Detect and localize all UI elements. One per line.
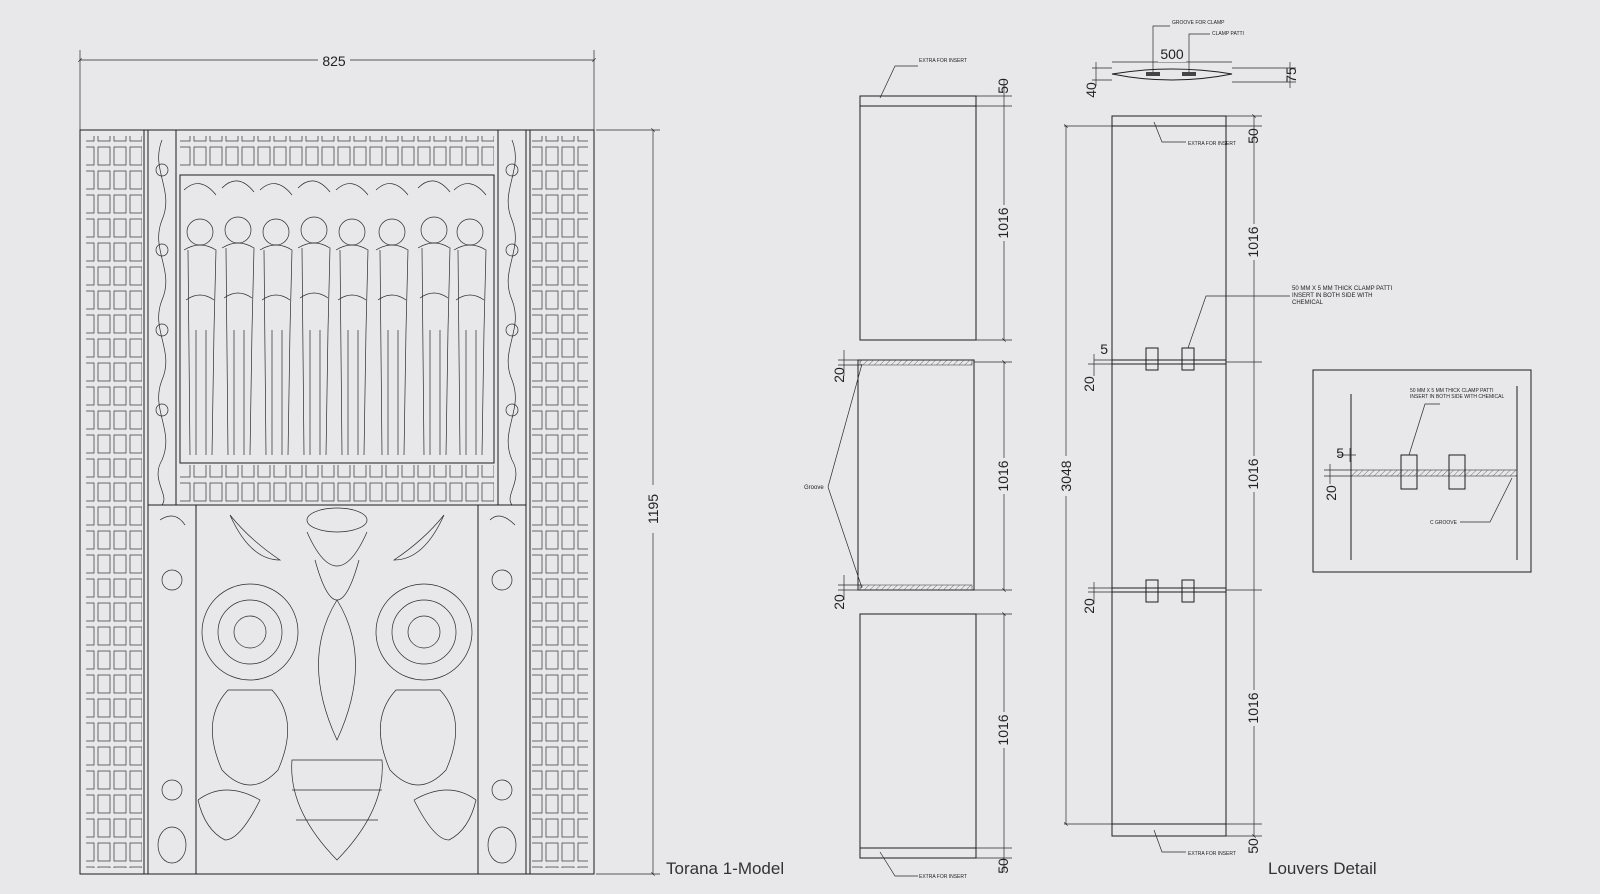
stack-middle-panel bbox=[857, 359, 975, 591]
stack-upper-panel bbox=[859, 95, 977, 341]
svg-text:CLAMP PATTI: CLAMP PATTI bbox=[1212, 31, 1244, 37]
groove-label: Groove bbox=[804, 485, 824, 491]
torana-width-dimension: 825 bbox=[78, 50, 596, 130]
panel-stack: 50 1016 EXTRA FOR INSERT 20 20 1016 Groo… bbox=[804, 58, 1012, 880]
svg-text:20: 20 bbox=[831, 367, 847, 383]
svg-text:C GROOVE: C GROOVE bbox=[1430, 520, 1458, 526]
torana-width-label: 825 bbox=[322, 53, 346, 69]
standing-figures-relief bbox=[183, 180, 487, 456]
figures-panel bbox=[179, 174, 495, 464]
louver-plan-view: 500 GROOVE FOR CLAMP CLAMP PATTI 40 75 bbox=[1083, 20, 1299, 98]
louvers-title: Louvers Detail bbox=[1268, 859, 1377, 878]
svg-text:3048: 3048 bbox=[1058, 460, 1074, 491]
detail-clamp-note: 50 MM X 5 MM THICK CLAMP PATTI INSERT IN… bbox=[1410, 388, 1504, 400]
svg-text:50: 50 bbox=[995, 78, 1011, 94]
middle-brick-band bbox=[180, 465, 494, 503]
torana-height-label: 1195 bbox=[645, 494, 661, 524]
svg-text:20: 20 bbox=[1323, 485, 1339, 501]
extra-insert-note-top: EXTRA FOR INSERT bbox=[919, 58, 967, 64]
louver-segment-dims: 50 1016 1016 1016 50 bbox=[1226, 114, 1262, 854]
torana-height-dimension: 1195 bbox=[596, 128, 666, 876]
upper-brick-band bbox=[180, 136, 494, 170]
svg-text:1016: 1016 bbox=[995, 207, 1011, 238]
svg-text:50: 50 bbox=[1245, 128, 1261, 144]
svg-text:1016: 1016 bbox=[1245, 458, 1261, 489]
svg-text:20: 20 bbox=[1081, 376, 1097, 392]
louvers-detail: 500 GROOVE FOR CLAMP CLAMP PATTI 40 75 bbox=[1056, 20, 1394, 878]
stack-middle-dims: 20 20 1016 bbox=[831, 350, 1012, 610]
svg-text:75: 75 bbox=[1283, 67, 1299, 83]
stack-lower-panel bbox=[859, 613, 977, 859]
joint-detail-box: 50 MM X 5 MM THICK CLAMP PATTI INSERT IN… bbox=[1312, 369, 1532, 573]
svg-text:20: 20 bbox=[1081, 598, 1097, 614]
stack-lower-dims: 1016 50 bbox=[976, 612, 1012, 874]
left-brick-column bbox=[86, 136, 142, 868]
svg-text:EXTRA FOR INSERT: EXTRA FOR INSERT bbox=[1188, 851, 1236, 857]
louver-elevation bbox=[1111, 115, 1227, 837]
torana-title: Torana 1-Model bbox=[666, 859, 784, 878]
louver-total-height-dim: 3048 5 20 20 bbox=[1056, 124, 1112, 826]
svg-text:50: 50 bbox=[995, 858, 1011, 874]
svg-text:50: 50 bbox=[1245, 838, 1261, 854]
left-floral-border bbox=[155, 130, 177, 506]
plan-width-label: 500 bbox=[1160, 46, 1184, 62]
clamp-inserts bbox=[1145, 347, 1195, 603]
extra-insert-note-bottom: EXTRA FOR INSERT bbox=[919, 874, 967, 880]
svg-text:5: 5 bbox=[1100, 341, 1108, 357]
louver-clamp-note: 50 MM X 5 MM THICK CLAMP PATTI INSERT IN… bbox=[1292, 286, 1394, 306]
svg-text:1016: 1016 bbox=[1245, 692, 1261, 723]
svg-text:20: 20 bbox=[831, 594, 847, 610]
stack-upper-dims: 50 1016 bbox=[976, 78, 1012, 342]
svg-text:GROOVE FOR CLAMP: GROOVE FOR CLAMP bbox=[1172, 20, 1225, 26]
svg-text:1016: 1016 bbox=[1245, 226, 1261, 257]
svg-text:5: 5 bbox=[1336, 445, 1344, 461]
torana-model: 825 1195 bbox=[78, 50, 784, 878]
svg-text:1016: 1016 bbox=[995, 714, 1011, 745]
svg-text:1016: 1016 bbox=[995, 460, 1011, 491]
svg-text:EXTRA FOR INSERT: EXTRA FOR INSERT bbox=[1188, 141, 1236, 147]
torana-outer-frame bbox=[79, 129, 595, 875]
right-floral-border bbox=[497, 130, 519, 506]
lotus-pots-relief bbox=[157, 507, 517, 864]
svg-text:40: 40 bbox=[1083, 82, 1099, 98]
right-brick-column bbox=[532, 136, 588, 868]
